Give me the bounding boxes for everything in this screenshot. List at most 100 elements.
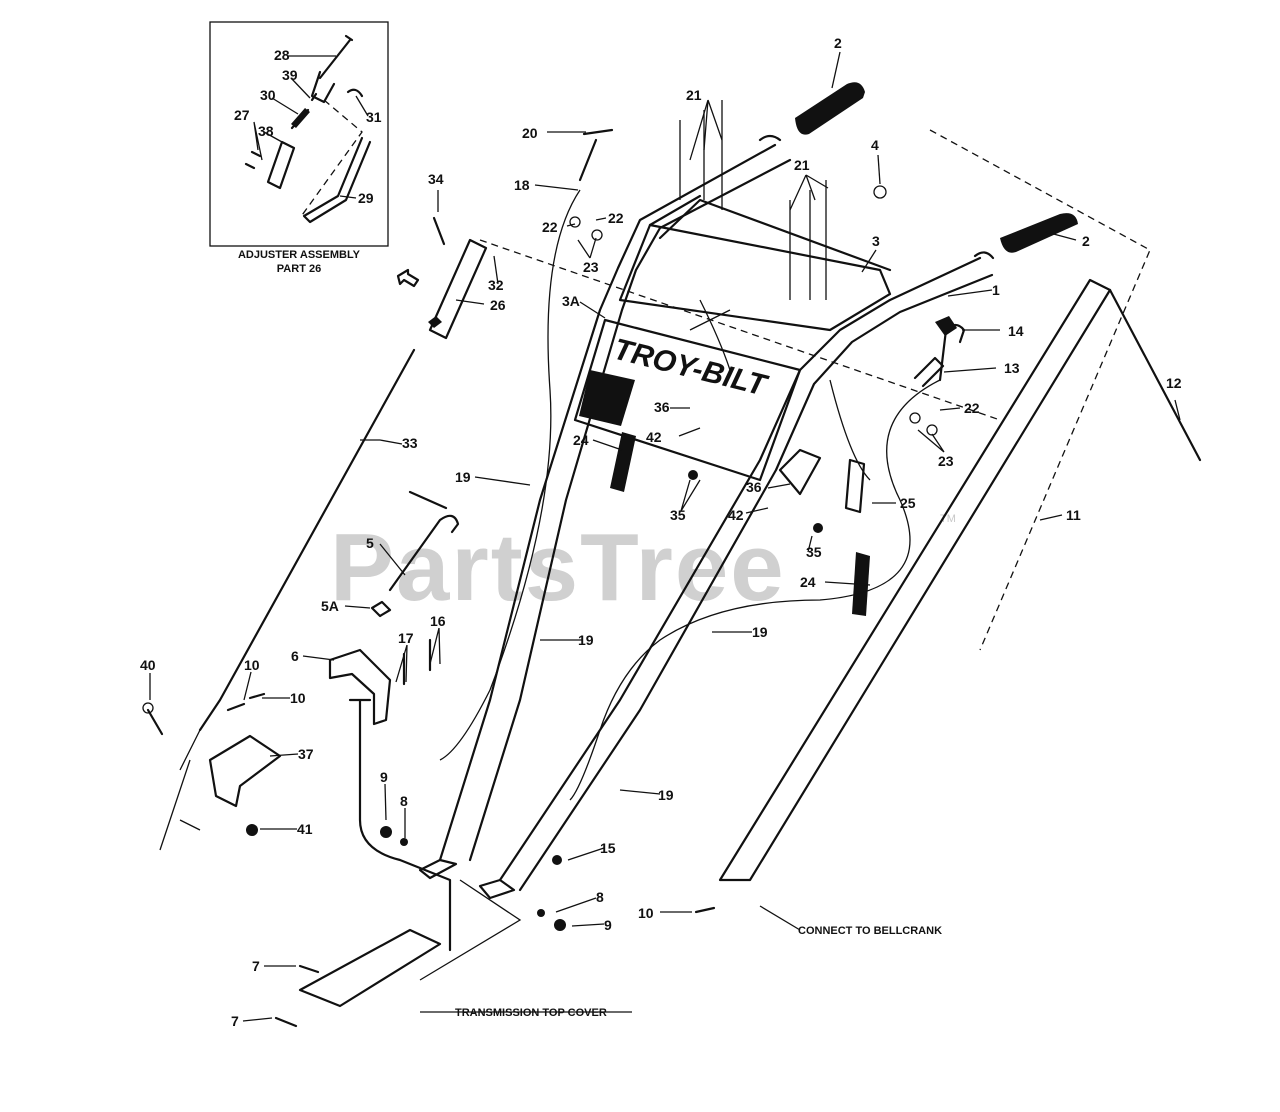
rod-assembly [198, 238, 1001, 732]
washer-23b [926, 424, 938, 436]
inset-nut-39 [310, 92, 318, 102]
callout-37: 37 [298, 746, 314, 762]
callout-33: 33 [402, 435, 418, 451]
inset-sleeve-38 [266, 140, 296, 190]
callout-32: 32 [488, 277, 504, 293]
shift-rod-11 [718, 278, 1112, 882]
callout-14: 14 [1008, 323, 1024, 339]
note-transmission-top-cover: TRANSMISSION TOP COVER [455, 1007, 607, 1019]
callout-18: 18 [514, 177, 530, 193]
callout-21-upper: 21 [686, 87, 702, 103]
handlebar-left-foot [418, 858, 458, 880]
callout-22-b: 22 [542, 219, 558, 235]
callout-2-right-grip: 2 [1082, 233, 1090, 249]
callout-23-left: 23 [583, 259, 599, 275]
inset-rod-28 [318, 34, 354, 80]
callout-35-left: 35 [670, 507, 686, 523]
forward-arrow-icon [396, 268, 420, 288]
bolts-10 [226, 692, 266, 712]
callout-36-right: 36 [746, 479, 762, 495]
transmission-cover [298, 928, 442, 1008]
nut-35b [813, 523, 823, 533]
nut-4 [873, 185, 887, 199]
bushing-5a [370, 600, 392, 618]
handle-grips [795, 82, 1078, 253]
callout-19-c: 19 [752, 624, 768, 640]
nut-9a [380, 826, 392, 838]
inset-dashed-link [299, 99, 363, 219]
inset-spring-body [291, 108, 310, 128]
adjuster-inset: ADJUSTER ASSEMBLY PART 26 [209, 21, 389, 275]
linkage-lower-left [159, 729, 201, 851]
callout-5a: 5A [321, 598, 339, 614]
callout-10-a: 10 [244, 657, 260, 673]
callout-7-upper: 7 [252, 958, 260, 974]
decal-panel [573, 318, 802, 482]
callout-6: 6 [291, 648, 299, 664]
console-rear-edge [648, 194, 702, 227]
inset-frame [209, 21, 389, 247]
callout-2-left-grip: 2 [834, 35, 842, 51]
inset-caption-line2: PART 26 [277, 263, 321, 275]
callout-16: 16 [430, 613, 446, 629]
callout-20: 20 [522, 125, 538, 141]
callout-8-right: 8 [596, 889, 604, 905]
callout-22-c: 22 [964, 400, 980, 416]
support-u-bracket [348, 698, 452, 952]
callout-24-left: 24 [573, 432, 589, 448]
inset-pins-27 [244, 150, 262, 170]
callout-15: 15 [600, 840, 616, 856]
callout-25: 25 [900, 495, 916, 511]
callout-7-lower: 7 [231, 1013, 239, 1029]
adjuster-nut [428, 316, 442, 328]
nut-41 [246, 824, 258, 836]
nut-9b [554, 919, 566, 931]
callout-13: 13 [1004, 360, 1020, 376]
callout-12: 12 [1166, 375, 1182, 391]
dashed-link-main [479, 239, 1001, 421]
callout-34: 34 [428, 171, 444, 187]
dashed-link-right [929, 129, 1151, 651]
callout-39: 39 [282, 67, 298, 83]
callout-29: 29 [358, 190, 374, 206]
callout-10-b: 10 [290, 690, 306, 706]
cables [439, 189, 941, 801]
lever-14-knob [935, 316, 957, 336]
nut-35a [688, 470, 698, 480]
inset-bracket-upper [310, 70, 336, 104]
callout-3a: 3A [562, 293, 580, 309]
handlebar-left-outer [438, 143, 777, 862]
callout-21-lower: 21 [794, 157, 810, 173]
callout-11: 11 [1066, 507, 1081, 523]
console-box [618, 223, 892, 332]
callout-24-right: 24 [800, 574, 816, 590]
callout-19-d: 19 [658, 787, 674, 803]
adjuster-26 [428, 238, 488, 340]
washer-8b [537, 909, 545, 917]
inset-caption-line1: ADJUSTER ASSEMBLY [238, 249, 361, 261]
callout-26: 26 [490, 297, 506, 313]
callout-3: 3 [872, 233, 880, 249]
callout-1: 1 [992, 282, 1000, 298]
washer-8a [400, 838, 408, 846]
bolt-40-head [142, 702, 154, 714]
callout-19-a: 19 [455, 469, 471, 485]
inset-clip-31 [346, 88, 364, 98]
bolts-16-17 [402, 638, 432, 686]
callout-labels: 2 1 2 4 3 21 21 20 18 22 22 23 14 13 22 … [140, 35, 1182, 1029]
callout-9-left: 9 [380, 769, 388, 785]
callout-36-left: 36 [654, 399, 670, 415]
callout-23-right: 23 [938, 453, 954, 469]
rod-33 [198, 348, 416, 732]
rod-12 [1108, 288, 1202, 462]
console-top-edge [658, 198, 892, 272]
rod-5 [388, 490, 460, 592]
bolt-40 [146, 708, 164, 736]
grip-left-2 [795, 82, 865, 135]
callout-22-a: 22 [608, 210, 624, 226]
callout-35-right: 35 [806, 544, 822, 560]
bracket-13 [913, 356, 945, 388]
levers [578, 128, 966, 616]
callout-42-left: 42 [646, 429, 662, 445]
